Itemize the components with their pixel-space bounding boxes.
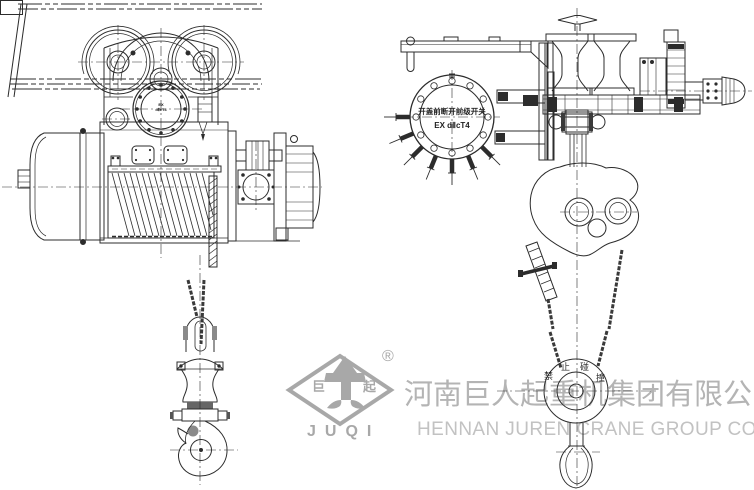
control-box-nameplate	[0, 0, 23, 15]
control-box-bracket	[494, 42, 554, 161]
control-box-ex-marking: EX dⅡcT4	[434, 121, 470, 130]
rope-tensioner	[518, 241, 558, 302]
trolley-drive-gearbox	[227, 130, 321, 242]
wire-rope-off-drum	[208, 175, 218, 268]
rope-coils	[111, 172, 214, 237]
hoist-flange-marking-line1: EX	[158, 102, 164, 107]
upper-sheave-fitting	[548, 109, 606, 167]
disc-char-zhi: 止	[561, 362, 571, 372]
control-box-warning-text: 开盖前断开前级开关	[418, 107, 486, 116]
company-name-cn: 河南巨人起重机集团有限公司	[404, 379, 754, 411]
crane-anchor-icon	[324, 356, 366, 409]
logo-char-left: 巨	[312, 379, 326, 394]
hoist-flange-marking-line2: dⅡcT4	[155, 106, 167, 112]
sheave-housing	[529, 162, 640, 257]
disc-char-jin: 禁	[544, 371, 554, 381]
cable-glands	[384, 113, 501, 185]
disc-char-peng: 碰	[580, 362, 590, 372]
handwheel	[557, 15, 598, 25]
registered-mark: ®	[382, 348, 394, 365]
hook-side-view	[559, 423, 593, 489]
logo-char-right: 起	[363, 379, 377, 394]
hoist-motor	[17, 128, 105, 245]
hoist-flange-marking: EX dⅡcT4	[151, 102, 171, 112]
rope-drum	[107, 155, 222, 239]
hoist-ropes-side	[546, 249, 624, 369]
disc-char-zhuang: 撞	[596, 373, 606, 383]
brand-latin-name: JUQI	[307, 423, 381, 440]
company-name-en: HENNAN JUREN CRANE GROUP CO.LTD	[417, 419, 754, 440]
centerlines	[2, 8, 752, 488]
suspension-arm	[400, 36, 549, 72]
